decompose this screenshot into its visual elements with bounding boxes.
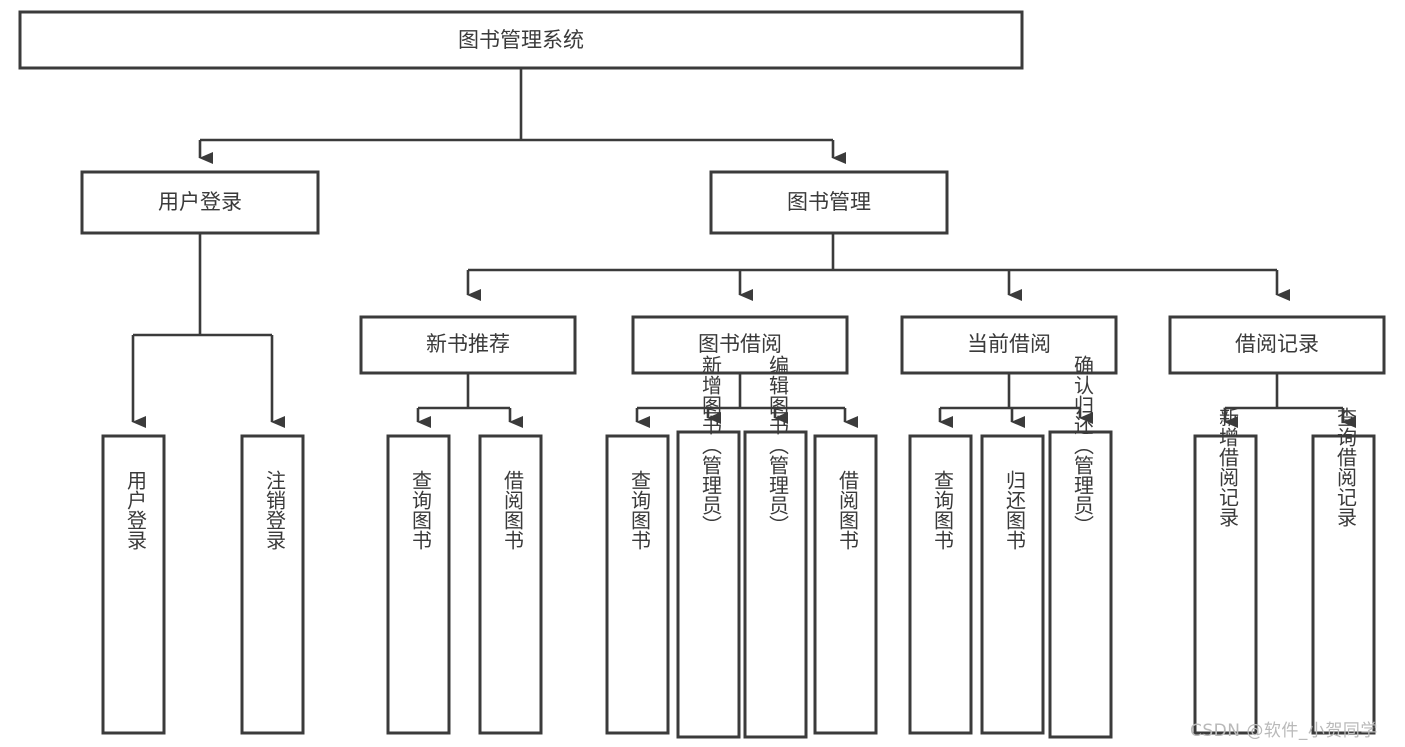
leaf-box[interactable] <box>478 434 543 735</box>
leaf-box[interactable] <box>386 434 451 735</box>
leaf-label: 归还图书 <box>1003 470 1027 550</box>
leaf-label: 新增图书（管理员） <box>699 355 723 535</box>
leaf-node[interactable]: 借阅图书 <box>813 434 878 735</box>
book-management-label: 图书管理 <box>787 190 871 214</box>
leaf-node-admin[interactable]: 编辑图书（管理员） <box>743 355 808 739</box>
node-root[interactable]: 图书管理系统 <box>18 10 1024 70</box>
leaf-box[interactable] <box>980 434 1045 735</box>
leaf-box[interactable] <box>1311 434 1376 735</box>
leaf-node[interactable]: 查询图书 <box>605 434 670 735</box>
leaf-box[interactable] <box>605 434 670 735</box>
book-borrow-box[interactable] <box>631 315 849 375</box>
leaf-node-admin[interactable]: 确认归还（管理员） <box>1048 355 1113 739</box>
leaf-box[interactable] <box>676 430 741 739</box>
leaf-node[interactable]: 查询图书 <box>386 434 451 735</box>
leaf-label: 查询图书 <box>628 470 652 550</box>
book-borrow-label: 图书借阅 <box>698 332 782 356</box>
leaf-node[interactable]: 查询图书 <box>908 434 973 735</box>
node-book-borrow[interactable]: 图书借阅 <box>631 315 849 375</box>
borrow-record-label: 借阅记录 <box>1235 332 1319 356</box>
leaf-node[interactable]: 注销登录 <box>240 434 305 735</box>
leaf-box[interactable] <box>813 434 878 735</box>
leaf-box[interactable] <box>908 434 973 735</box>
leaf-label: 查询图书 <box>409 470 433 550</box>
node-user-login[interactable]: 用户登录 <box>80 170 320 235</box>
leaf-label: 新增借阅记录 <box>1216 407 1240 527</box>
root-label: 图书管理系统 <box>458 28 584 52</box>
current-borrow-label: 当前借阅 <box>967 332 1051 356</box>
book-management-box[interactable] <box>709 170 949 235</box>
leaf-label: 借阅图书 <box>836 470 860 550</box>
leaf-box[interactable] <box>1048 430 1113 739</box>
connector-layer <box>131 68 1356 428</box>
leaf-node-admin[interactable]: 新增图书（管理员） <box>676 355 741 739</box>
leaf-label: 用户登录 <box>124 470 148 550</box>
node-book-management[interactable]: 图书管理 <box>709 170 949 235</box>
leaf-label: 借阅图书 <box>501 470 525 550</box>
leaf-node[interactable]: 查询借阅记录 <box>1311 407 1376 735</box>
leaf-node[interactable]: 归还图书 <box>980 434 1045 735</box>
user-login-label: 用户登录 <box>158 190 242 214</box>
leaf-node[interactable]: 借阅图书 <box>478 434 543 735</box>
current-borrow-box[interactable] <box>900 315 1118 375</box>
leaf-box[interactable] <box>1193 434 1258 735</box>
node-borrow-record[interactable]: 借阅记录 <box>1168 315 1386 375</box>
leaf-label: 注销登录 <box>263 470 287 550</box>
leaf-label: 查询借阅记录 <box>1334 407 1358 527</box>
leaf-label: 确认归还（管理员） <box>1071 355 1095 535</box>
new-book-recommend-box[interactable] <box>359 315 577 375</box>
root-box[interactable] <box>18 10 1024 70</box>
csdn-watermark: CSDN @软件_小贺同学 <box>1190 721 1378 741</box>
leaf-label: 查询图书 <box>931 470 955 550</box>
user-login-box[interactable] <box>80 170 320 235</box>
node-new-book-recommend[interactable]: 新书推荐 <box>359 315 577 375</box>
node-current-borrow[interactable]: 当前借阅 <box>900 315 1118 375</box>
leaf-node[interactable]: 新增借阅记录 <box>1193 407 1258 735</box>
leaf-label: 编辑图书（管理员） <box>766 355 790 535</box>
leaf-box[interactable] <box>101 434 166 735</box>
new-book-recommend-label: 新书推荐 <box>426 332 510 356</box>
borrow-record-box[interactable] <box>1168 315 1386 375</box>
leaf-box[interactable] <box>743 430 808 739</box>
leaf-box[interactable] <box>240 434 305 735</box>
leaf-node[interactable]: 用户登录 <box>101 434 166 735</box>
